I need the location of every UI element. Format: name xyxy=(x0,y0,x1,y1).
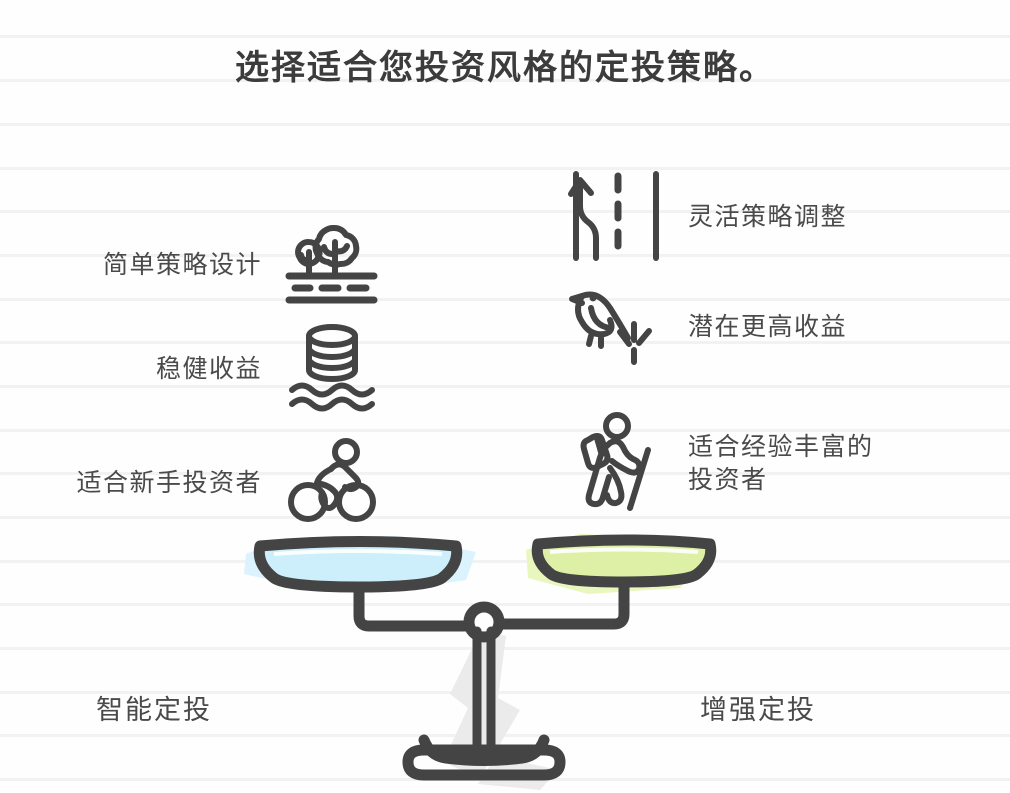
rule-line-3 xyxy=(0,167,1010,170)
feature-row-right-2: 适合经验丰富的 投资者 xyxy=(566,412,874,514)
feature-row-left-0: 简单策略设计 xyxy=(0,218,380,310)
feature-label: 适合经验丰富的 投资者 xyxy=(688,432,874,494)
feature-row-right-1: 潜在更高收益 xyxy=(566,286,847,366)
balance-scale xyxy=(228,518,748,793)
page-title: 选择适合您投资风格的定投策略。 xyxy=(235,48,775,88)
caption-smart-aip: 智能定投 xyxy=(96,695,212,726)
lane-change-icon xyxy=(566,168,666,264)
caption-enhanced-aip: 增强定投 xyxy=(700,695,816,726)
cyclist-icon xyxy=(284,438,380,526)
feature-label: 简单策略设计 xyxy=(102,249,262,279)
rule-line-2 xyxy=(0,123,1010,126)
trees-road-icon xyxy=(284,218,380,310)
hiker-icon xyxy=(566,412,666,514)
feature-label: 灵活策略调整 xyxy=(688,201,848,231)
feature-row-left-1: 稳健收益 xyxy=(0,322,380,414)
rule-line-0 xyxy=(0,35,1010,38)
scale-pan-left xyxy=(253,536,463,593)
coin-stack-water-icon xyxy=(284,322,380,414)
feature-label: 稳健收益 xyxy=(155,353,262,383)
bird-icon xyxy=(566,286,666,366)
rule-line-4 xyxy=(0,210,1010,213)
feature-label: 适合新手投资者 xyxy=(76,467,262,497)
feature-label: 潜在更高收益 xyxy=(688,311,848,341)
feature-row-right-0: 灵活策略调整 xyxy=(566,168,847,264)
scale-pan-right xyxy=(531,534,717,588)
scale-base xyxy=(402,734,566,781)
scale-shadow xyxy=(443,630,558,790)
feature-row-left-2: 适合新手投资者 xyxy=(0,438,380,526)
